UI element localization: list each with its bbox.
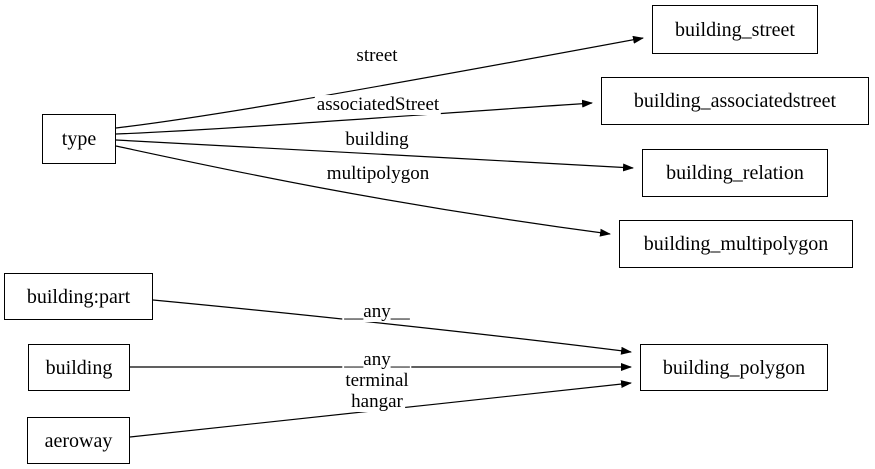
edge-label-building: building bbox=[343, 129, 411, 151]
node-label: building_associatedstreet bbox=[633, 90, 837, 112]
node-building-street[interactable]: building_street bbox=[652, 5, 818, 54]
node-label: building_street bbox=[675, 18, 795, 41]
node-building-relation[interactable]: building_relation bbox=[642, 149, 828, 197]
node-label: building_polygon bbox=[662, 356, 806, 379]
edge-label-any-building: __any__ bbox=[342, 349, 412, 371]
node-label: building_multipolygon bbox=[643, 233, 829, 255]
node-type[interactable]: type bbox=[42, 114, 116, 164]
node-label: type bbox=[61, 128, 97, 150]
edge-label-hangar: hangar bbox=[349, 391, 405, 413]
node-building-multipolygon[interactable]: building_multipolygon bbox=[619, 220, 853, 268]
node-building[interactable]: building bbox=[28, 344, 130, 391]
edge-type-to-building_multipolygon bbox=[115, 145, 611, 237]
edge-type-to-building_relation bbox=[115, 139, 634, 172]
node-building-part[interactable]: building:part bbox=[4, 273, 153, 320]
edge-label-any-part: __any__ bbox=[342, 301, 412, 323]
node-label: building:part bbox=[26, 285, 131, 308]
edge-type-to-building_associatedstreet bbox=[115, 99, 593, 135]
node-building-polygon[interactable]: building_polygon bbox=[640, 344, 828, 391]
node-aeroway[interactable]: aeroway bbox=[27, 417, 130, 464]
edge-label-terminal: terminal bbox=[343, 370, 411, 392]
node-label: building_relation bbox=[666, 162, 804, 184]
node-label: building bbox=[45, 356, 113, 379]
edge-label-multipolygon: multipolygon bbox=[324, 163, 432, 185]
node-label: aeroway bbox=[44, 429, 113, 452]
edge-label-associatedstreet: associatedStreet bbox=[314, 94, 442, 116]
node-building-associatedstreet[interactable]: building_associatedstreet bbox=[601, 77, 869, 125]
edge-label-street: street bbox=[354, 45, 400, 67]
edge-type-to-building_street bbox=[115, 35, 644, 129]
edge-building_part-to-building_polygon bbox=[152, 299, 632, 355]
